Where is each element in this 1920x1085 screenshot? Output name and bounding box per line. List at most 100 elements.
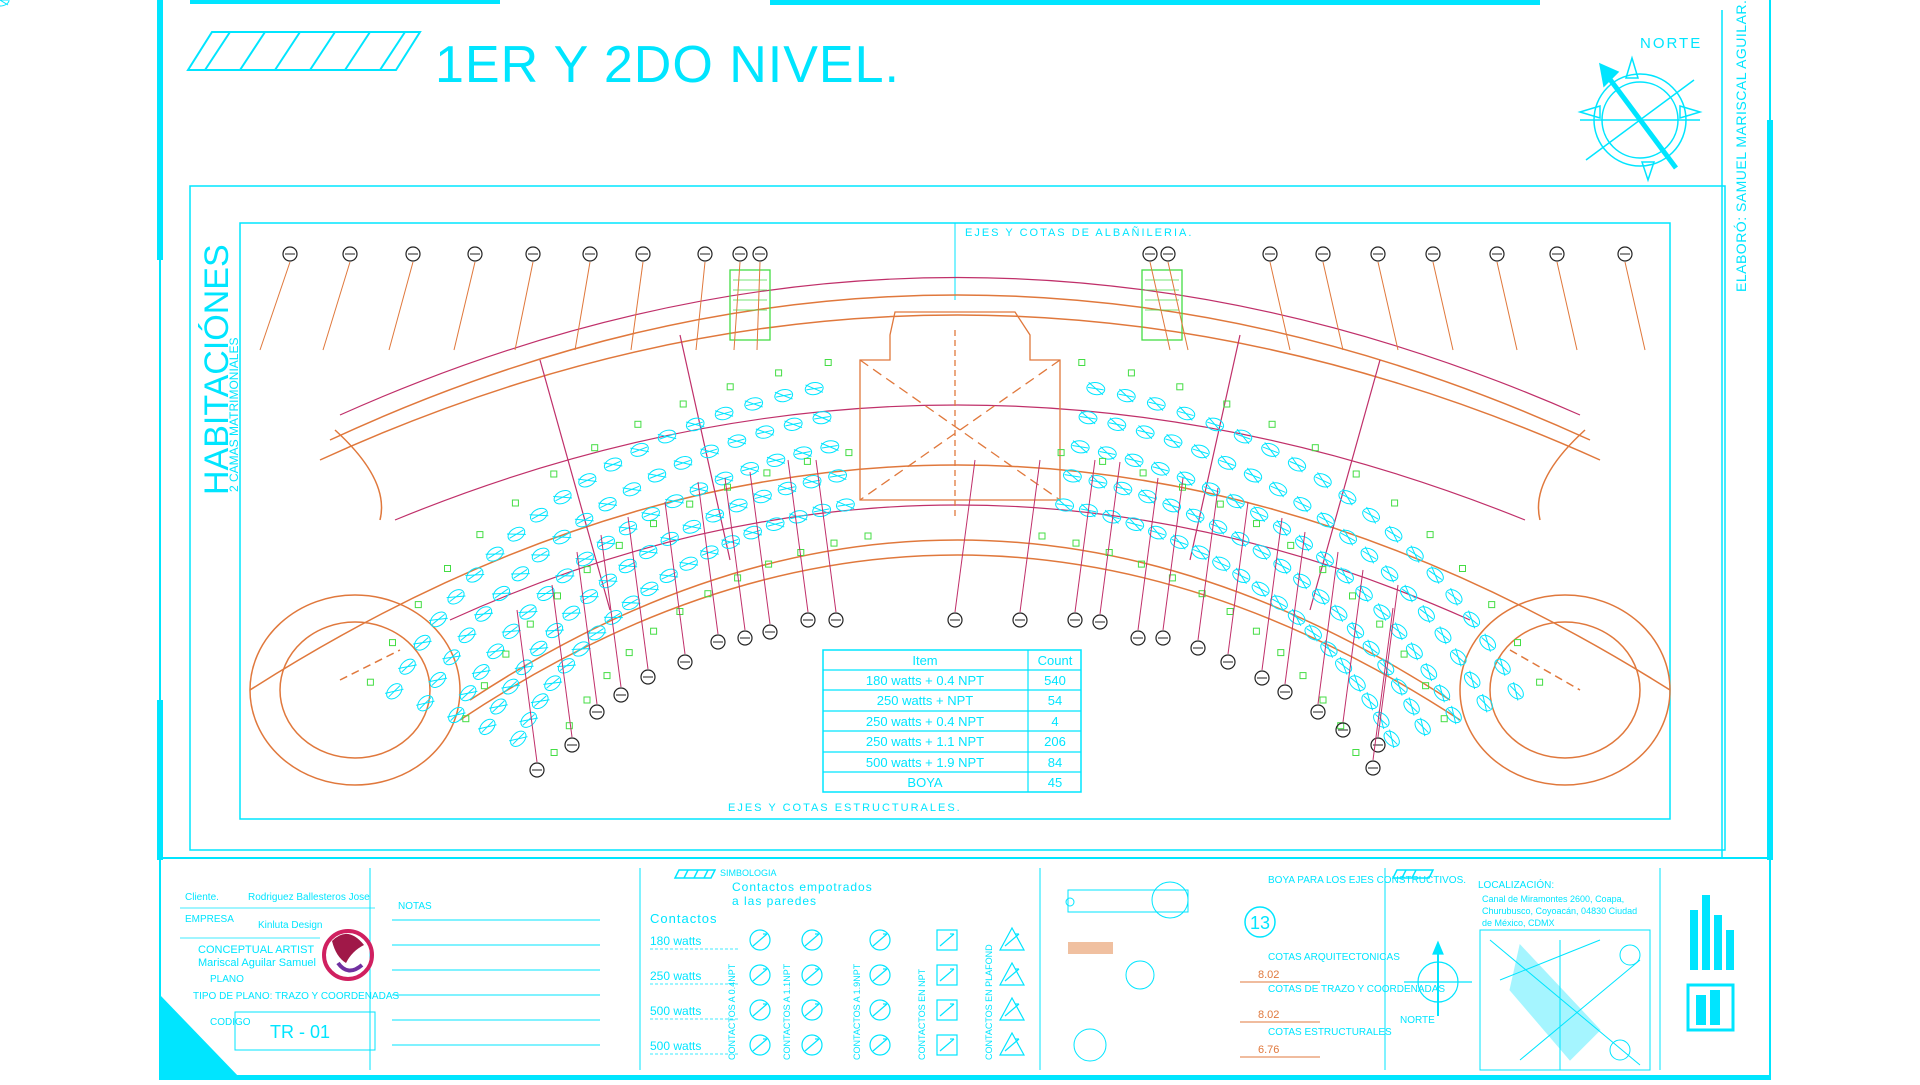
room-fixture <box>740 462 760 476</box>
room-fixture <box>1243 467 1263 484</box>
room-fixture <box>1287 456 1307 473</box>
table-cell-item: 250 watts + 0.4 NPT <box>866 714 984 729</box>
column-marker <box>1216 500 1224 508</box>
company-value: Kinluta Design <box>258 920 322 931</box>
contact-symbol <box>936 929 958 951</box>
axis-bubble <box>1012 459 1041 628</box>
room-fixture <box>1339 528 1357 546</box>
room-fixture <box>700 545 719 560</box>
column-marker <box>1352 470 1360 478</box>
column-marker <box>554 592 561 600</box>
room-fixture <box>1338 488 1357 506</box>
room-fixture <box>1201 481 1221 497</box>
room-fixture <box>458 685 478 702</box>
table-header-count: Count <box>1038 653 1073 668</box>
floor-plan <box>0 0 1671 786</box>
column-marker <box>845 449 853 457</box>
column-marker <box>1426 531 1434 539</box>
axis-bubble <box>574 246 598 351</box>
room-fixture <box>1399 584 1418 603</box>
room-fixture <box>714 471 734 486</box>
room-fixture <box>1445 705 1462 725</box>
column-marker <box>1391 499 1399 507</box>
room-fixture <box>802 475 822 489</box>
column-marker <box>511 499 519 507</box>
room-fixture <box>603 457 623 472</box>
watts-250: 250 watts <box>650 969 701 983</box>
legend: BOYA PARA LOS EJES CONSTRUCTIVOS. 13 COT… <box>1065 875 1466 1062</box>
room-fixture <box>561 605 581 621</box>
room-fixture <box>1384 525 1403 543</box>
column-marker <box>1057 449 1065 457</box>
north-arrow: NORTE <box>1577 35 1703 183</box>
room-fixture <box>1250 506 1269 523</box>
room-fixture <box>575 551 595 567</box>
room-fixture <box>412 634 432 651</box>
axis-bubble <box>947 459 976 628</box>
room-fixture <box>1335 656 1353 675</box>
room-fixture <box>1313 472 1332 489</box>
room-fixture <box>598 573 618 589</box>
notas-label: NOTAS <box>398 901 432 912</box>
column-marker <box>1352 749 1360 756</box>
room-fixture <box>647 468 667 483</box>
room-fixture <box>1170 534 1189 550</box>
room-fixture <box>501 623 521 640</box>
room-fixture <box>1293 496 1312 513</box>
axis-bubble <box>1489 246 1518 351</box>
column-marker <box>526 620 534 628</box>
title-area: 1ER Y 2DO NIVEL. <box>186 31 899 94</box>
room-fixture <box>1383 729 1400 749</box>
room-fixture <box>835 498 855 512</box>
axis-bubble <box>697 481 726 650</box>
room-fixture <box>753 489 772 504</box>
room-fixture <box>508 730 528 747</box>
room-fixture <box>555 568 575 584</box>
room-fixture <box>1233 428 1253 445</box>
room-fixture <box>1304 624 1322 642</box>
axis-bubble <box>749 471 778 640</box>
contact-symbol <box>749 999 771 1021</box>
title-hatch-decoration <box>186 31 422 71</box>
boya-symbol <box>1244 906 1276 938</box>
room-fixture <box>1273 557 1292 575</box>
room-fixture <box>1329 604 1348 622</box>
room-fixture <box>1316 511 1335 529</box>
location-label: LOCALIZACIÓN: <box>1478 878 1554 891</box>
axis-bubble <box>732 246 748 351</box>
room-fixture <box>1426 566 1444 584</box>
column-marker <box>1277 649 1285 657</box>
room-fixture <box>1311 587 1330 606</box>
title-block-text: Cliente. Rodriguez Ballesteros Jose EMPR… <box>180 892 432 1051</box>
room-fixture <box>465 567 485 583</box>
axis-bubble <box>695 246 713 351</box>
plano-label: PLANO <box>210 974 244 985</box>
room-fixture <box>1445 587 1463 606</box>
column-marker <box>366 678 374 686</box>
room-fixture <box>1232 567 1251 584</box>
column-marker <box>634 420 642 428</box>
room-fixture <box>530 693 550 710</box>
author-label: ELABORÓ: SAMUEL MARISCAL AGUILAR. <box>1733 0 1749 292</box>
room-fixture <box>556 658 576 674</box>
axis-bubble <box>516 609 545 778</box>
room-fixture <box>1390 622 1408 641</box>
column-marker <box>679 400 687 408</box>
column-label: CONTACTOS EN PLAFOND <box>984 944 994 1060</box>
room-fixture <box>501 678 521 695</box>
contact-symbol <box>998 996 1026 1021</box>
axis-bubble <box>815 459 844 628</box>
contacts-label: Contactos <box>650 911 718 926</box>
column-marker <box>565 722 573 730</box>
table-cell-count: 45 <box>1048 775 1062 790</box>
contact-symbol <box>869 964 891 986</box>
axis-bubble <box>1190 487 1219 656</box>
column-marker <box>650 520 657 528</box>
room-fixture <box>457 627 477 644</box>
room-fixture <box>685 417 705 432</box>
room-fixture <box>477 718 497 736</box>
column-marker <box>830 539 838 547</box>
column-label: CONTACTOS A 0.4NPT <box>727 963 737 1060</box>
table-cell-count: 540 <box>1044 673 1066 688</box>
room-fixture <box>700 444 719 459</box>
